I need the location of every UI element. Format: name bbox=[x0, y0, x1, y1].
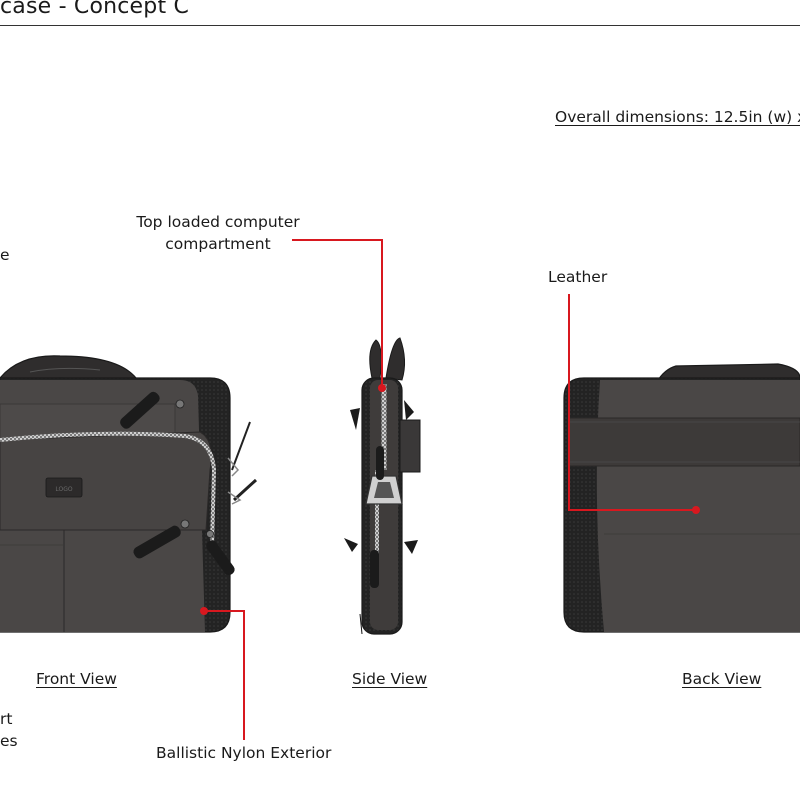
callout-top-loaded-line2: compartment bbox=[165, 235, 271, 253]
callout-left-edge-2: rt bbox=[0, 710, 13, 728]
callout-leather: Leather bbox=[548, 268, 608, 286]
back-view-bag bbox=[563, 363, 800, 633]
callout-line-top-loaded bbox=[292, 239, 383, 387]
callout-dot-top-loaded bbox=[378, 384, 386, 392]
logo-patch bbox=[45, 477, 83, 498]
side-view-bag bbox=[344, 337, 421, 635]
callout-top-loaded-line1: Top loaded computer bbox=[136, 213, 300, 231]
callout-dot-leather bbox=[692, 506, 700, 514]
title-divider bbox=[0, 25, 800, 26]
callout-ballistic-nylon: Ballistic Nylon Exterior bbox=[156, 744, 332, 762]
callout-left-edge-3: es bbox=[0, 732, 18, 750]
callout-lines bbox=[204, 239, 696, 740]
callout-dot-ballistic bbox=[200, 607, 208, 615]
page-title: case - Concept C bbox=[0, 0, 190, 19]
callout-line-leather bbox=[568, 294, 696, 511]
callout-line-ballistic bbox=[204, 610, 245, 740]
front-view-bag: LOGO bbox=[0, 355, 258, 633]
dimensions-label: Overall dimensions: 12.5in (w) x 8 bbox=[555, 108, 800, 126]
side-view-label: Side View bbox=[352, 670, 428, 688]
callout-left-edge-1: e bbox=[0, 246, 10, 264]
logo-text: LOGO bbox=[55, 486, 73, 493]
back-view-label: Back View bbox=[682, 670, 762, 688]
front-view-label: Front View bbox=[36, 670, 117, 688]
